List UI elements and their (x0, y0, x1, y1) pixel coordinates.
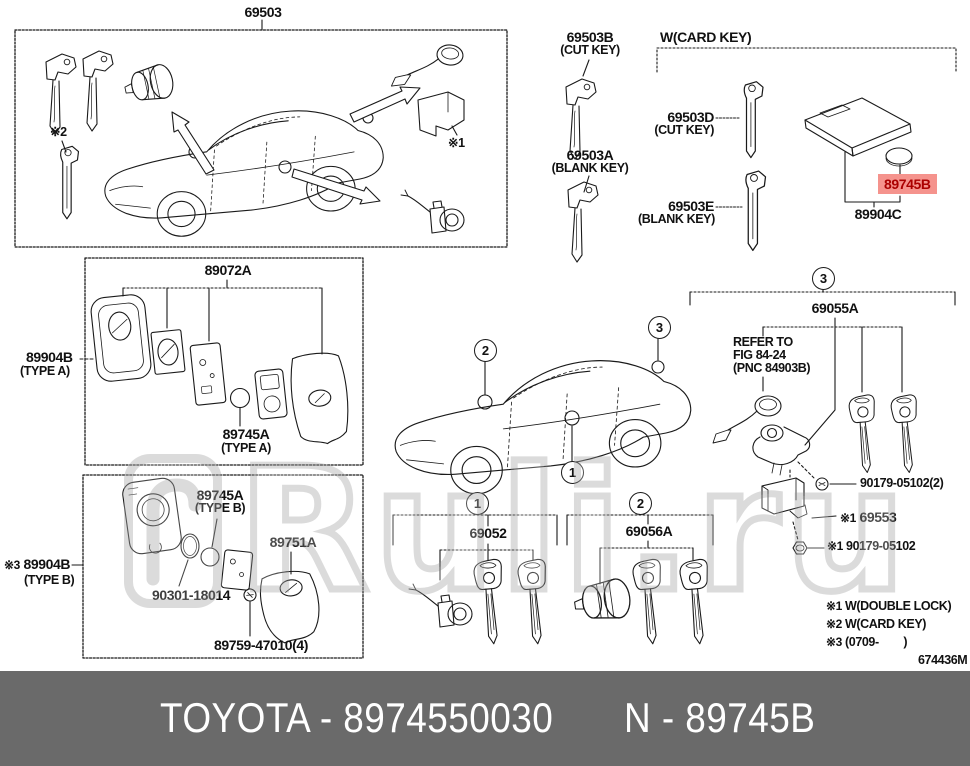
striker-bracket (761, 477, 808, 519)
callout-1-group: 1 (466, 492, 489, 515)
part-sublabel-cut-key: (CUT KEY) (560, 43, 620, 57)
part-sublabel-card-cut-key: (CUT KEY) (654, 123, 714, 137)
part-sublabel-battery-a: (TYPE A) (221, 441, 271, 455)
arrow-to-antenna (349, 86, 421, 123)
part-label-striker-bracket: ※1 69553 (840, 509, 897, 525)
highlighted-part-label-battery: 89745B (878, 174, 937, 194)
part-label-glove-lock: 69056A (625, 523, 673, 539)
card-key-battery (885, 147, 913, 165)
car-illustration-2 (394, 360, 692, 495)
type-b-box (82, 474, 364, 659)
arrow-to-ignition (171, 111, 215, 175)
note-mark-2: ※2 (50, 125, 67, 139)
diagram-line-art (14, 19, 957, 659)
part-label-cut-key: 69503B (566, 29, 614, 45)
callout-2-car: 2 (474, 339, 497, 362)
part-label-transmitter-b: ※3 89904B (4, 556, 71, 572)
part-label-transmitter-a: 89904B (26, 349, 73, 365)
part-label-battery-b: 89745A (196, 487, 244, 503)
card-key-group-title: W(CARD KEY) (660, 29, 752, 45)
type-a-box (84, 257, 364, 466)
part-label-oring-b: 90301-18014 (152, 587, 231, 603)
callout-3-car: 3 (648, 316, 671, 339)
callout-3-group: 3 (812, 267, 835, 290)
refer-note-line-3: (PNC 84903B) (733, 361, 811, 375)
legend-row-1: ※1 W(DOUBLE LOCK) (826, 599, 952, 613)
key-set-box (14, 29, 508, 248)
note-mark-3: ※3 (4, 558, 20, 572)
bracket-part (417, 91, 465, 137)
part-label-assembly-a: 89072A (204, 262, 252, 278)
part-label-trunk-nut: ※1 90179-05102 (827, 539, 916, 553)
legend-row-2: ※2 W(CARD KEY) (826, 617, 927, 631)
part-sublabel-transmitter-a: (TYPE A) (20, 364, 70, 378)
callout-1-car: 1 (561, 461, 584, 484)
part-label-card-blank-key: 69503E (668, 198, 714, 214)
part-label-trunk-screw: 90179-05102(2) (860, 476, 944, 490)
part-label-screw-b: 89759-47010(4) (214, 637, 309, 653)
part-label-battery-a: 89745A (222, 426, 270, 442)
part-label-door-lock: 69052 (469, 525, 507, 541)
arrow-to-door-lock (291, 168, 381, 205)
part-sublabel-battery-b: (TYPE B) (194, 501, 246, 515)
callout-2-group: 2 (629, 492, 652, 515)
part-label-cover-b: 89751A (269, 534, 317, 550)
trunk-lock-assembly (752, 424, 811, 476)
footer-bar: TOYOTA - 8974550030 N - 89745B (0, 671, 970, 766)
document-number: 674436M (918, 653, 968, 667)
battery-type-a (229, 387, 251, 409)
card-key (804, 97, 911, 149)
part-label-card-cut-key: 69503D (667, 109, 714, 125)
part-sublabel-transmitter-b: (TYPE B) (24, 573, 75, 587)
part-label-blank-key: 69503A (566, 147, 614, 163)
refer-note-line-2: FIG 84-24 (733, 348, 786, 362)
battery-type-b (200, 547, 220, 567)
refer-note-line-1: REFER TO (733, 335, 793, 349)
o-ring (180, 533, 200, 559)
footer-part-number-full: TOYOTA - 8974550030 (160, 694, 554, 741)
note-mark-1: ※1 (448, 136, 465, 150)
part-label-key-set: 69503 (244, 4, 282, 20)
part-label-card: 89904C (854, 206, 902, 222)
part-sublabel-blank-key: (BLANK KEY) (551, 161, 629, 175)
footer-part-number-short: N - 89745B (624, 694, 816, 741)
legend-row-3: ※3 (0709- ) (826, 635, 908, 649)
car-illustration-1 (104, 110, 384, 237)
part-sublabel-card-blank-key: (BLANK KEY) (638, 212, 715, 226)
part-label-trunk-group: 69055A (811, 300, 859, 316)
